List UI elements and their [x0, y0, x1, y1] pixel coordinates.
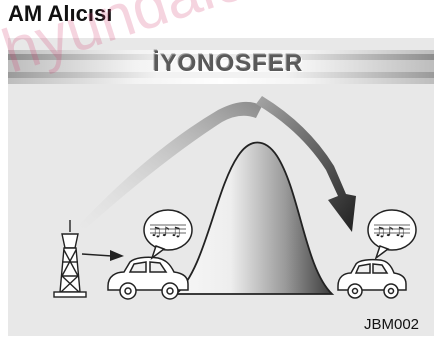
upgoing-wave: [78, 101, 262, 232]
signal-arrow: [81, 250, 124, 261]
car-icon: [107, 256, 189, 300]
radio-tower-icon: [53, 220, 87, 298]
reflected-wave-arrow: [256, 96, 356, 232]
mountain: [173, 141, 335, 295]
music-note-bubble-icon: ♫♪♫: [367, 209, 417, 261]
music-note-bubble-icon: ♫♪♫: [143, 209, 193, 261]
svg-text:♫♪♫: ♫♪♫: [374, 225, 406, 240]
figure-code: JBM002: [364, 316, 420, 333]
car-icon: [337, 258, 407, 299]
svg-text:♫♪♫: ♫♪♫: [150, 225, 182, 240]
page-title: AM Alıcısı: [8, 1, 113, 26]
ionosphere-band: İYONOSFER: [8, 50, 434, 84]
